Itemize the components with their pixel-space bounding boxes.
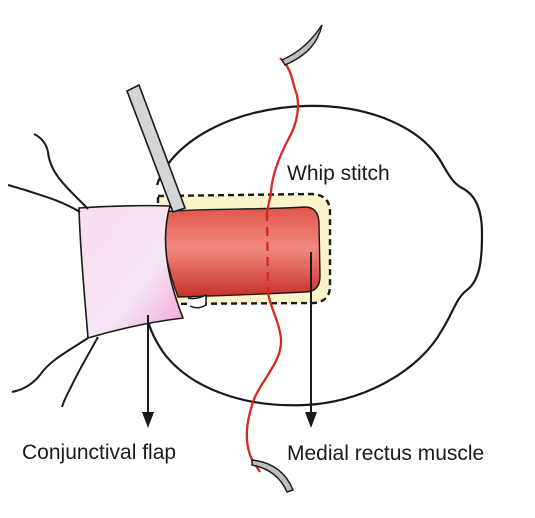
whip-stitch-suture	[265, 57, 300, 213]
eye-globe-outline	[146, 104, 484, 407]
whip-stitch-suture-dashed	[265, 211, 270, 293]
traction-thread-lower-2	[61, 336, 99, 408]
traction-thread-lower-1	[11, 337, 89, 393]
medial-rectus-muscle-label: Medial rectus muscle	[287, 442, 485, 465]
muscle-hook-icon	[187, 293, 207, 309]
whip-stitch-label: Whip stitch	[287, 162, 390, 185]
conjunctival-flap-arrowhead	[142, 412, 154, 428]
needle-top-icon	[280, 24, 323, 66]
conjunctival-flap-label: Conjunctival flap	[22, 441, 177, 464]
medial-rectus-arrowhead	[305, 412, 317, 428]
medial-rectus-muscle-shape	[159, 206, 321, 298]
traction-thread-upper-2	[7, 184, 81, 213]
whip-stitch-suture-lower	[245, 291, 283, 473]
conjunctival-flap-shape	[78, 204, 185, 340]
instrument-icon	[125, 83, 187, 214]
needle-bottom-icon	[251, 459, 294, 493]
traction-thread-upper-1	[33, 133, 89, 210]
